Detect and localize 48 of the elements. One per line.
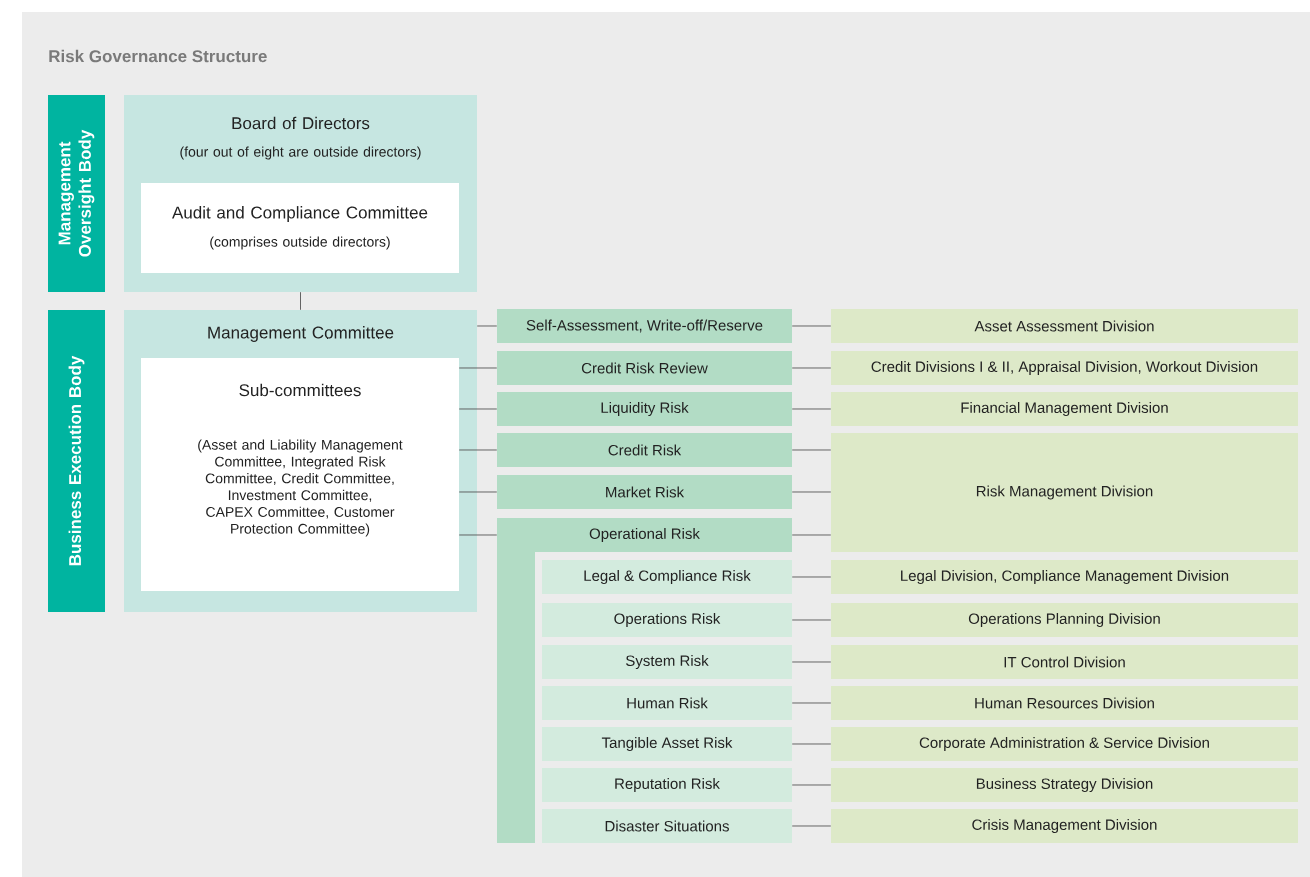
connector-line — [791, 661, 832, 663]
connector-line — [791, 619, 832, 621]
connector-line — [791, 408, 832, 410]
connector-line — [791, 825, 832, 827]
risk-box: Credit Risk — [497, 433, 792, 467]
connector-line — [791, 576, 832, 578]
side-band: Management Oversight Body — [48, 95, 105, 292]
risk-box: Tangible Asset Risk — [542, 727, 792, 761]
side-band: Business Execution Body — [48, 310, 105, 612]
division-box: Human Resources Division — [831, 686, 1298, 720]
risk-box: Self-Assessment, Write-off/Reserve — [497, 309, 792, 343]
division-box: Risk Management Division — [831, 433, 1298, 552]
connector-line — [458, 491, 498, 493]
division-box: Crisis Management Division — [831, 809, 1298, 843]
risk-box: Operations Risk — [542, 603, 792, 637]
committee-box: Audit and Compliance Committee (comprises outside directors) — [141, 183, 459, 273]
connector-line — [791, 534, 832, 536]
division-box: Asset Assessment Division — [831, 309, 1298, 343]
connector-line — [791, 702, 832, 704]
division-box: Operations Planning Division — [831, 603, 1298, 637]
connector-line — [791, 784, 832, 786]
connector-line — [300, 291, 301, 311]
risk-box: Human Risk — [542, 686, 792, 720]
risk-box: System Risk — [542, 645, 792, 679]
risk-box: Disaster Situations — [542, 809, 792, 843]
division-box: Credit Divisions I & II, Appraisal Division, Workout Division — [831, 351, 1298, 385]
division-box: Business Strategy Division — [831, 768, 1298, 802]
division-box: Corporate Administration & Service Division — [831, 727, 1298, 761]
connector-line — [791, 491, 832, 493]
division-box: IT Control Division — [831, 645, 1298, 679]
division-box: Financial Management Division — [831, 392, 1298, 426]
connector-line — [476, 325, 498, 327]
risk-box: Liquidity Risk — [497, 392, 792, 426]
risk-box: Credit Risk Review — [497, 351, 792, 385]
connector-line — [458, 367, 498, 369]
risk-box: Legal & Compliance Risk — [542, 560, 792, 594]
connector-line — [791, 449, 832, 451]
connector-line — [791, 367, 832, 369]
connector-line — [791, 325, 832, 327]
connector-line — [791, 743, 832, 745]
committee-box: Sub-committees (Asset and Liability Management Committee, Integrated Risk Committee, Credit Committee, Investment Committee, CAPEX Committee, Customer Protection Committee) — [141, 358, 459, 591]
risk-box: Market Risk — [497, 475, 792, 509]
division-box: Legal Division, Compliance Management Division — [831, 560, 1298, 594]
title: Risk Governance Structure — [49, 49, 267, 63]
connector-line — [458, 449, 498, 451]
risk-box: Reputation Risk — [542, 768, 792, 802]
connector-line — [458, 408, 498, 410]
connector-line — [458, 534, 498, 536]
